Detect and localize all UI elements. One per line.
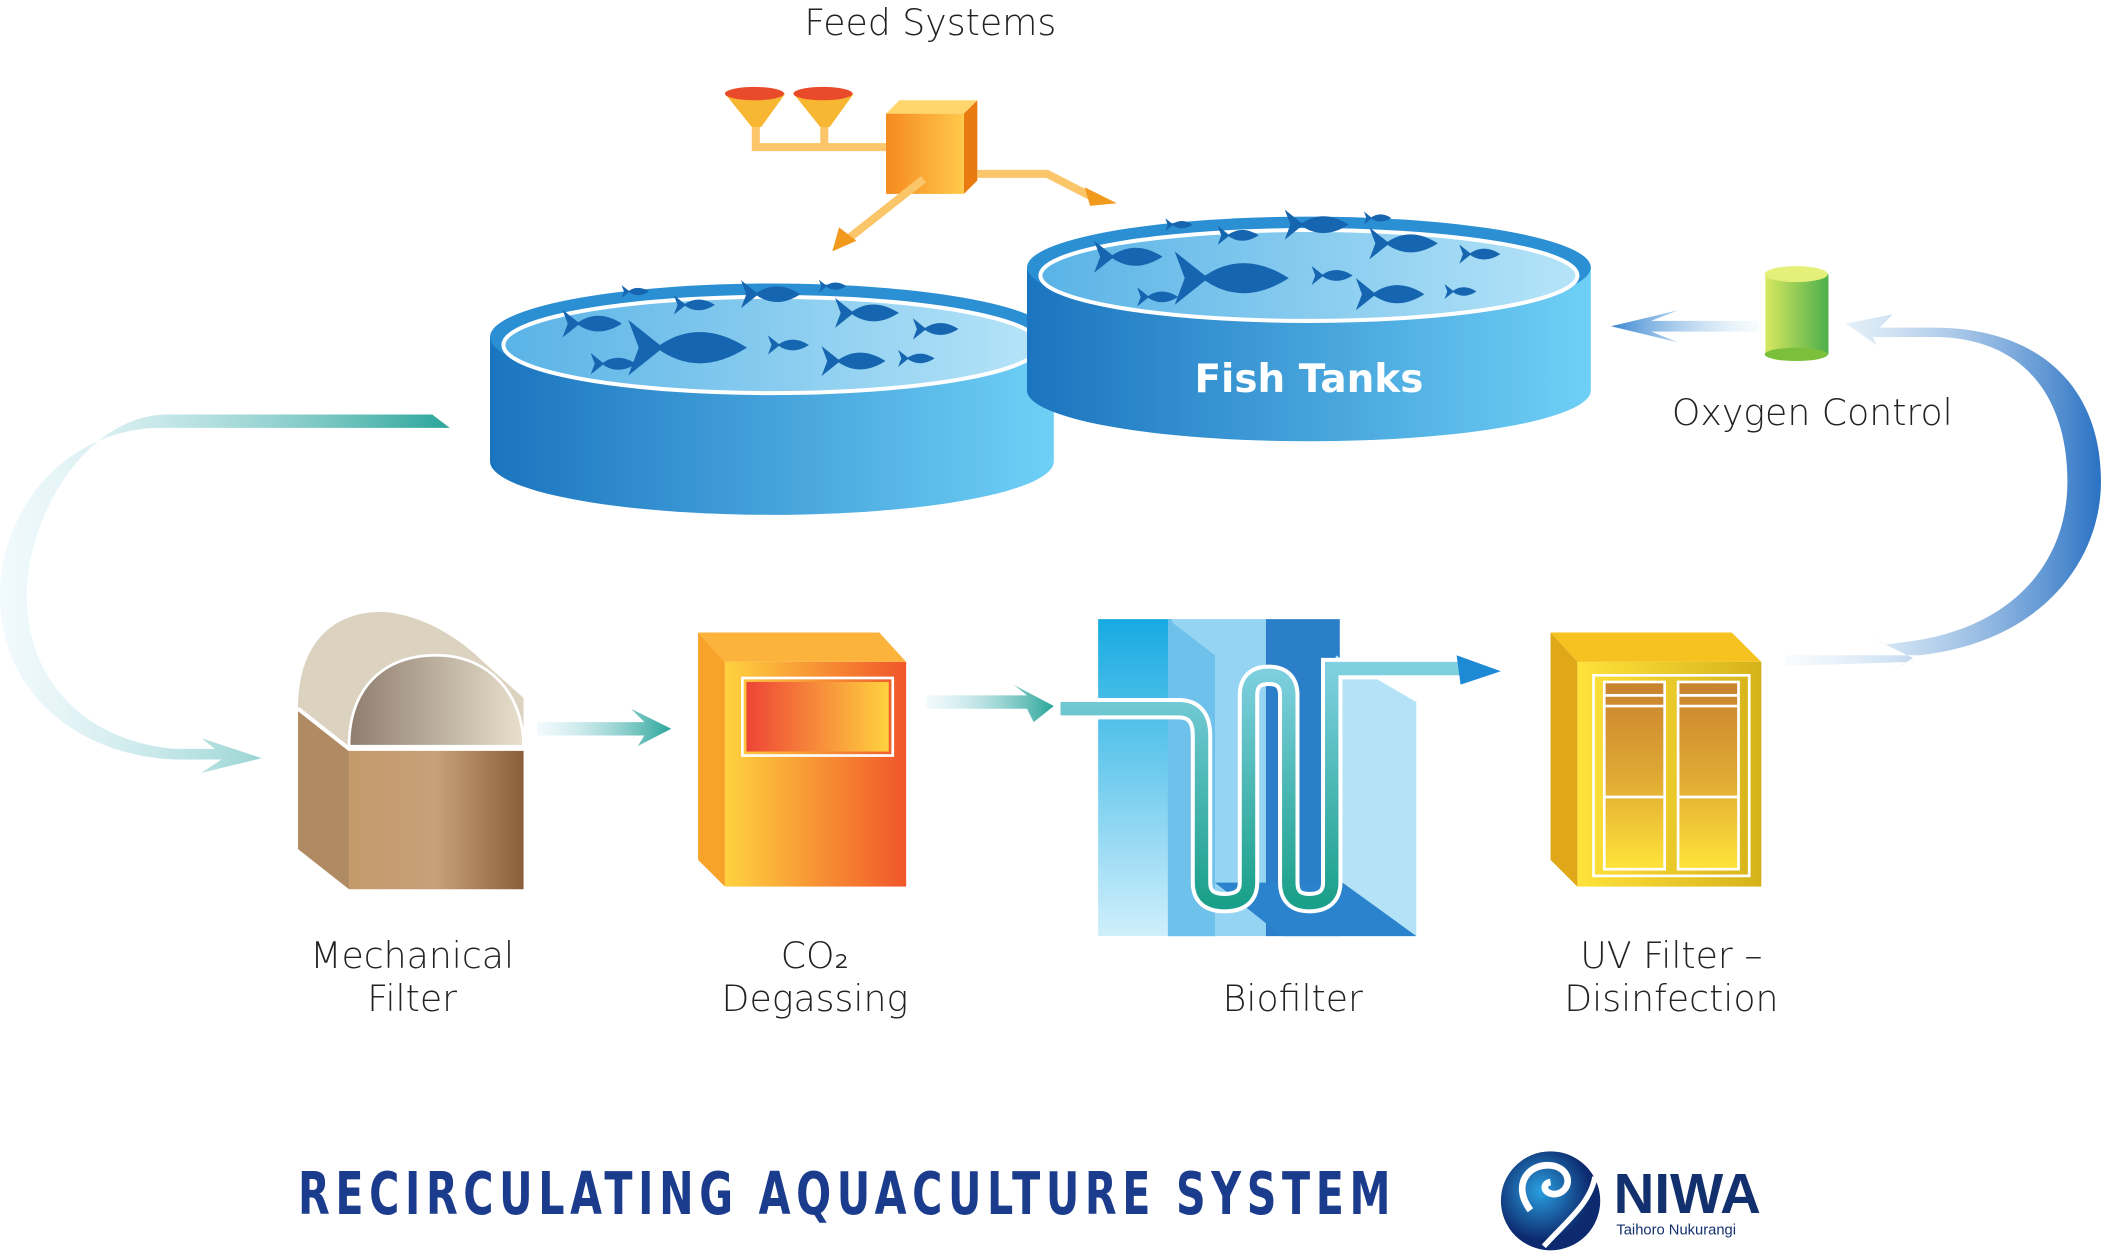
fish-icon	[562, 309, 622, 338]
oxygen-to-tank-arrow	[1610, 310, 1759, 343]
fish-icon	[1165, 218, 1193, 232]
fish-icon	[1174, 251, 1289, 305]
fish-icon	[741, 280, 801, 309]
uv-to-oxygen-arrow	[1785, 314, 2101, 676]
fish-icon	[621, 285, 649, 298]
uv-filter-label: UV Filter –Disinfection	[1564, 934, 1778, 1020]
fish-icon	[1284, 209, 1349, 240]
fish-icon	[673, 295, 716, 315]
fish-tank-1	[490, 279, 1054, 515]
fish-icon	[1094, 240, 1163, 273]
fish-icon	[835, 297, 899, 328]
biofilter-unit	[1060, 619, 1501, 937]
fish-icon	[898, 349, 935, 367]
feed-arrow-right	[977, 169, 1096, 202]
fish-icon	[628, 319, 747, 376]
niwa-logo-text: NIWA	[1614, 1162, 1761, 1225]
fish-icon	[590, 353, 637, 375]
feed-arrow-left	[843, 176, 927, 244]
feed-dispenser-box	[886, 100, 978, 194]
biofilter-label: Biofilter	[1223, 977, 1363, 1020]
fish-icon	[1311, 265, 1353, 286]
niwa-logo: NIWA Taihoro Nukurangi	[1500, 1151, 1761, 1251]
feed-funnels	[724, 86, 887, 152]
fish-icon	[821, 346, 886, 377]
fish-tanks-label: Fish Tanks	[1194, 357, 1423, 402]
mechanical-filter	[296, 611, 525, 890]
niwa-logo-subtitle: Taihoro Nukurangi	[1616, 1222, 1736, 1238]
diagram-title: RECIRCULATING AQUACULTURE SYSTEM	[298, 1159, 1396, 1228]
oxygen-control-label: Oxygen Control	[1672, 391, 1953, 434]
fish-icon	[1363, 211, 1392, 225]
feed-systems-label: Feed Systems	[804, 1, 1056, 44]
fish-icon	[767, 335, 809, 355]
fish-icon	[1444, 284, 1477, 300]
oxygen-cylinder	[1764, 266, 1829, 362]
fish-tank-2: Fish Tanks	[1026, 209, 1591, 442]
fish-icon	[1217, 225, 1259, 245]
fish-icon	[818, 279, 847, 293]
fish-icon	[1369, 227, 1438, 260]
co2-degassing-unit	[698, 632, 907, 887]
mechanical-to-co2-arrow	[536, 708, 672, 747]
fish-icon	[912, 318, 959, 340]
uv-filter-unit	[1550, 632, 1762, 887]
fish-icon	[1459, 244, 1501, 264]
fish-icon	[1137, 287, 1179, 307]
co2-to-biofilter-arrow	[926, 684, 1054, 723]
fish-icon	[1355, 278, 1425, 311]
